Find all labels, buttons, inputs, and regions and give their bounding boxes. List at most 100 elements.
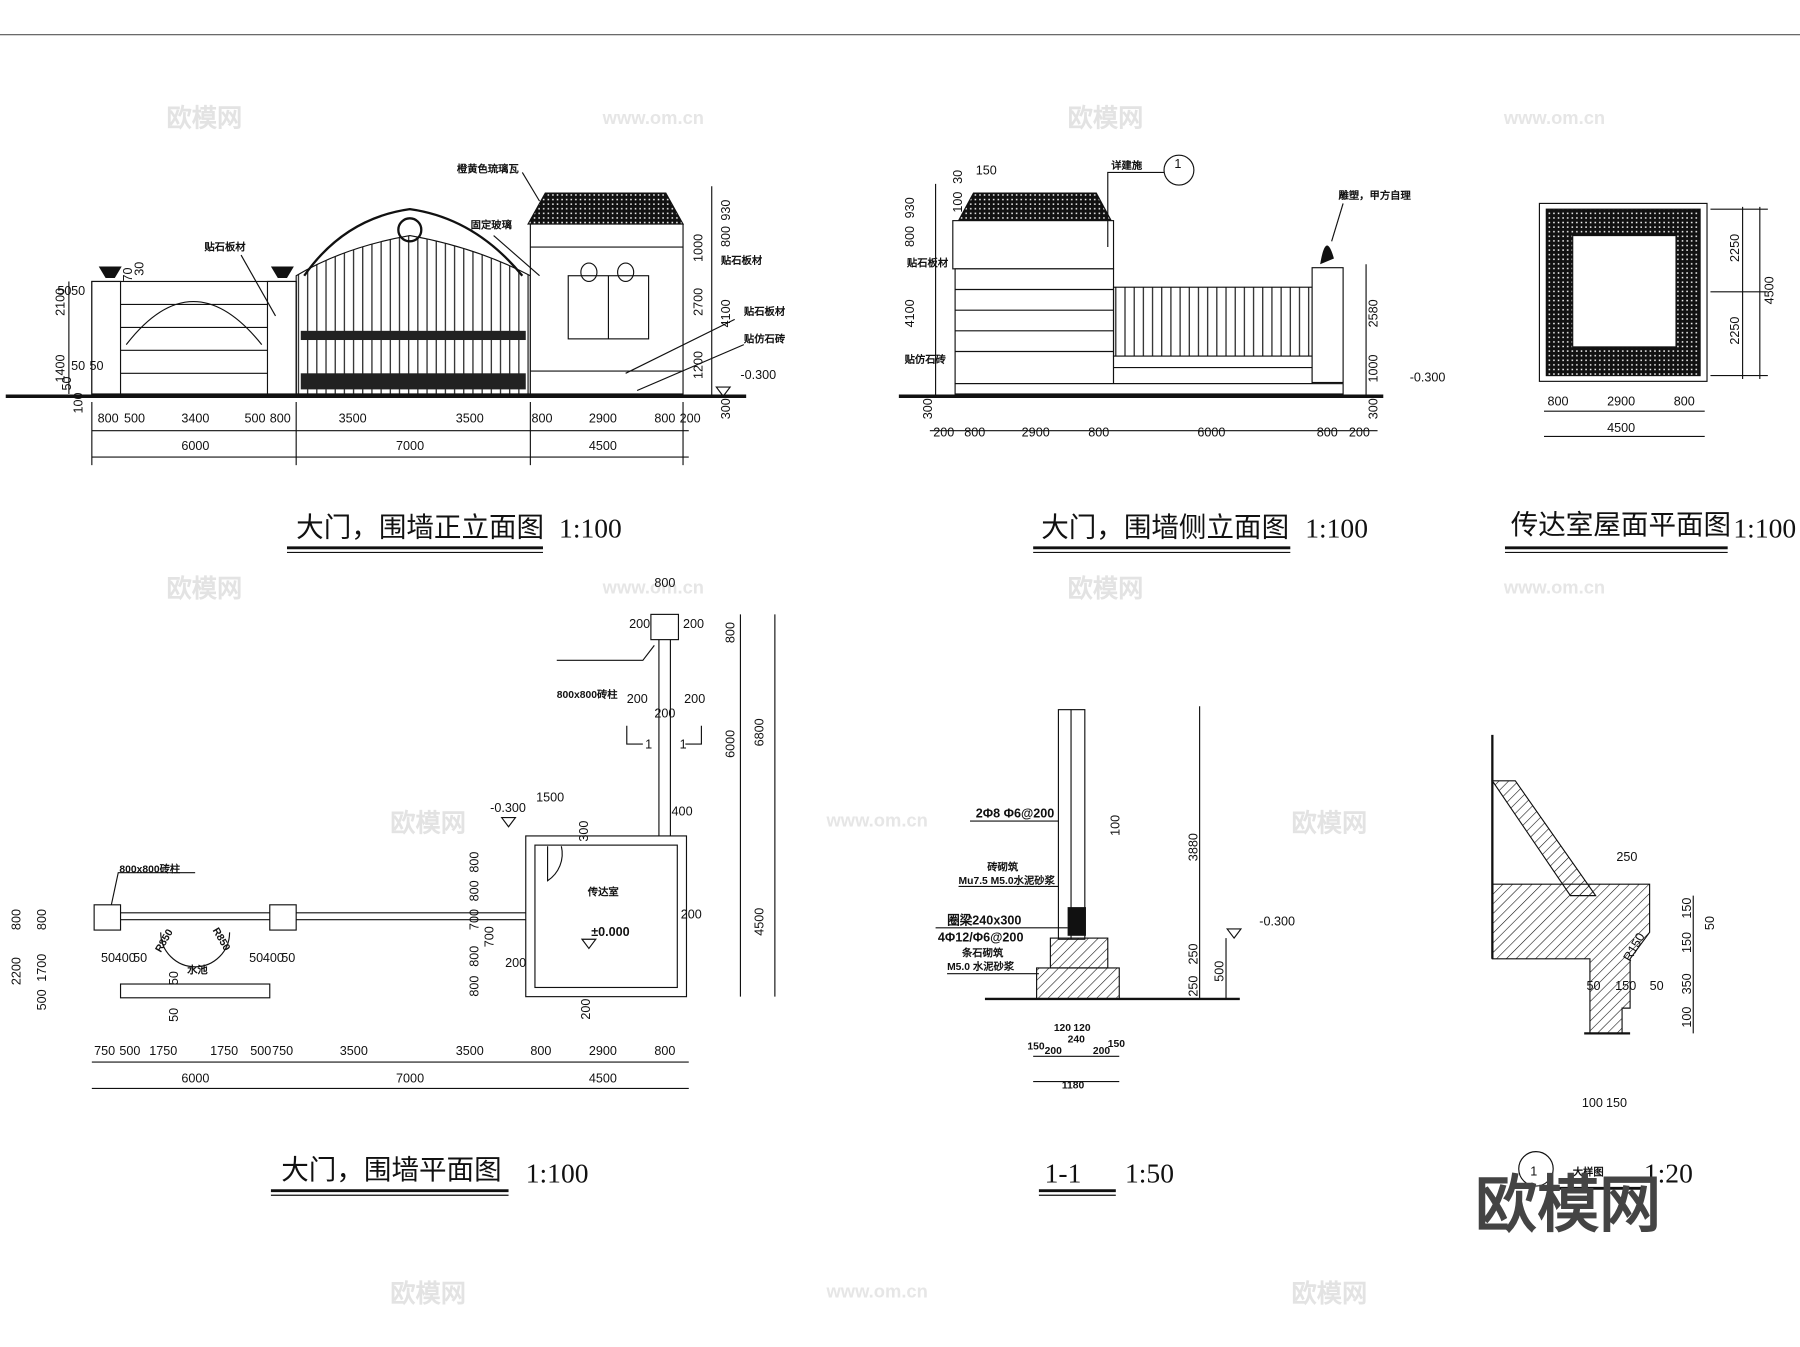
dimension-label: 120 xyxy=(1054,1023,1071,1034)
dimension-label: ±0.000 xyxy=(591,925,629,939)
dimension-label: 800 xyxy=(1547,394,1568,408)
dimension-label: 2200 xyxy=(10,957,24,985)
dimension-label: 4500 xyxy=(1763,276,1777,304)
dimension-label: 1180 xyxy=(1062,1080,1085,1091)
dimension-label: 3880 xyxy=(1186,833,1200,861)
dimension-label: 400 xyxy=(263,951,284,965)
front-elevation-title: 大门，围墙正立面图 xyxy=(296,511,544,542)
dimension-label: 200 xyxy=(1045,1046,1062,1057)
dimension-label: 6000 xyxy=(181,439,209,453)
dimension-label: -0.300 xyxy=(490,801,526,815)
dimension-label: 50 xyxy=(90,359,104,373)
dimension-label: 200 xyxy=(683,617,704,631)
dimension-label: 30 xyxy=(132,262,146,276)
dimension-label: 800 xyxy=(719,226,733,247)
dimension-label: 500 xyxy=(124,412,145,426)
dimension-label: 100 xyxy=(1680,1007,1694,1028)
dimension-label: 750 xyxy=(272,1044,293,1058)
dimension-label: 400 xyxy=(115,951,136,965)
dimension-label: 200 xyxy=(579,999,593,1020)
detail-number: 1 xyxy=(1530,1165,1537,1179)
corner-watermark-logo: 欧模网 xyxy=(1475,1171,1661,1240)
watermark-logo: 欧模网 xyxy=(166,103,242,132)
dimension-label: 800 xyxy=(654,576,675,590)
dimension-label: 350 xyxy=(1680,973,1694,994)
dimension-label: 150 xyxy=(1680,932,1694,953)
dimension-label: 500 xyxy=(250,1044,271,1058)
svg-text:1: 1 xyxy=(680,738,687,752)
dimension-label: 800x800砖柱 xyxy=(557,688,619,701)
dimension-label: 50 xyxy=(71,284,85,298)
section-title: 1-1 xyxy=(1045,1158,1082,1189)
watermarks: 欧模网 www.om.cn 欧模网 www.om.cn 欧模网 www.om.c… xyxy=(166,103,1605,1308)
dimension-label: M5.0 水泥砂浆 xyxy=(947,960,1015,973)
dimension-label: 1500 xyxy=(536,790,564,804)
dimension-label: 800 xyxy=(530,1044,551,1058)
dimension-label: 200 xyxy=(654,707,675,721)
dimension-label: 800 xyxy=(724,622,738,643)
dimension-label: 贴石板材 xyxy=(743,305,786,318)
dimension-label: 30 xyxy=(951,170,965,184)
dimension-label: 120 xyxy=(1073,1023,1090,1034)
dimension-label: 1 xyxy=(1174,157,1181,171)
dimension-label: 500 xyxy=(35,989,49,1010)
dimension-label: 800 xyxy=(35,909,49,930)
dimension-label: 4500 xyxy=(589,1072,617,1086)
dimension-label: 1200 xyxy=(692,351,706,379)
dimension-label: 800 xyxy=(903,226,917,247)
dimension-label: -0.300 xyxy=(1410,370,1446,384)
dimension-label: 详建施 xyxy=(1111,159,1143,172)
dimension-label: 150 xyxy=(1680,898,1694,919)
dimension-label: 6000 xyxy=(724,730,738,758)
dimension-label: 240 xyxy=(1068,1035,1085,1046)
dimension-label: 150 xyxy=(1615,979,1636,993)
dimension-label: 2580 xyxy=(1367,299,1381,327)
dimension-label: 2900 xyxy=(1022,425,1050,439)
site-plan-scale: 1:100 xyxy=(526,1158,589,1189)
dimension-label: 800 xyxy=(468,946,482,967)
dimension-label: 贴石板材 xyxy=(906,257,949,270)
front-elevation-scale: 1:100 xyxy=(559,512,622,543)
section-scale: 1:50 xyxy=(1125,1158,1174,1189)
watermark-url: www.om.cn xyxy=(826,810,928,831)
dimension-label: 100 xyxy=(1108,815,1122,836)
dimension-label: 200 xyxy=(933,425,954,439)
dimension-label: 1700 xyxy=(35,954,49,982)
side-elevation-title: 大门，围墙侧立面图 xyxy=(1041,511,1289,542)
dimension-label: 500 xyxy=(119,1044,140,1058)
dimension-label: 800 xyxy=(468,852,482,873)
dimension-label: 800 xyxy=(1088,425,1109,439)
watermark-url: www.om.cn xyxy=(602,577,704,598)
dimension-label: 300 xyxy=(719,398,733,419)
watermark-logo: 欧模网 xyxy=(166,574,242,603)
dimension-label: 4500 xyxy=(752,908,766,936)
dimension-label: 50 xyxy=(57,284,71,298)
dimension-label: 800x800砖柱 xyxy=(119,863,181,876)
watermark-logo: 欧模网 xyxy=(1291,1279,1367,1308)
dimension-label: 250 xyxy=(1186,943,1200,964)
watermark-logo: 欧模网 xyxy=(1068,103,1144,132)
dimension-label: 7000 xyxy=(396,439,424,453)
dimension-label: 500 xyxy=(1213,961,1227,982)
dimension-label: 800 xyxy=(468,880,482,901)
dimension-label: 800 xyxy=(654,1044,675,1058)
dimension-label: 150 xyxy=(1027,1041,1044,1052)
dimension-label: 200 xyxy=(1093,1046,1110,1057)
roof-plan-scale: 1:100 xyxy=(1733,512,1796,543)
dimension-label: 300 xyxy=(921,398,935,419)
dimension-label: 3500 xyxy=(456,412,484,426)
dimension-label: 贴石板材 xyxy=(720,254,763,267)
dimension-label: 1750 xyxy=(210,1044,238,1058)
dimension-label: 50 xyxy=(1586,979,1600,993)
dimension-label: 7000 xyxy=(396,1072,424,1086)
dimension-label: 固定玻璃 xyxy=(471,219,512,232)
dimension-label: 50 xyxy=(281,951,295,965)
dimension-label: 70 xyxy=(121,267,135,281)
dimension-label: 250 xyxy=(1616,850,1637,864)
dimension-label: R850 xyxy=(154,927,176,954)
roof-plan-title: 传达室屋面平面图 xyxy=(1511,509,1731,540)
dimension-label: 砖砌筑 xyxy=(987,860,1019,873)
dimension-label: 200 xyxy=(681,908,702,922)
